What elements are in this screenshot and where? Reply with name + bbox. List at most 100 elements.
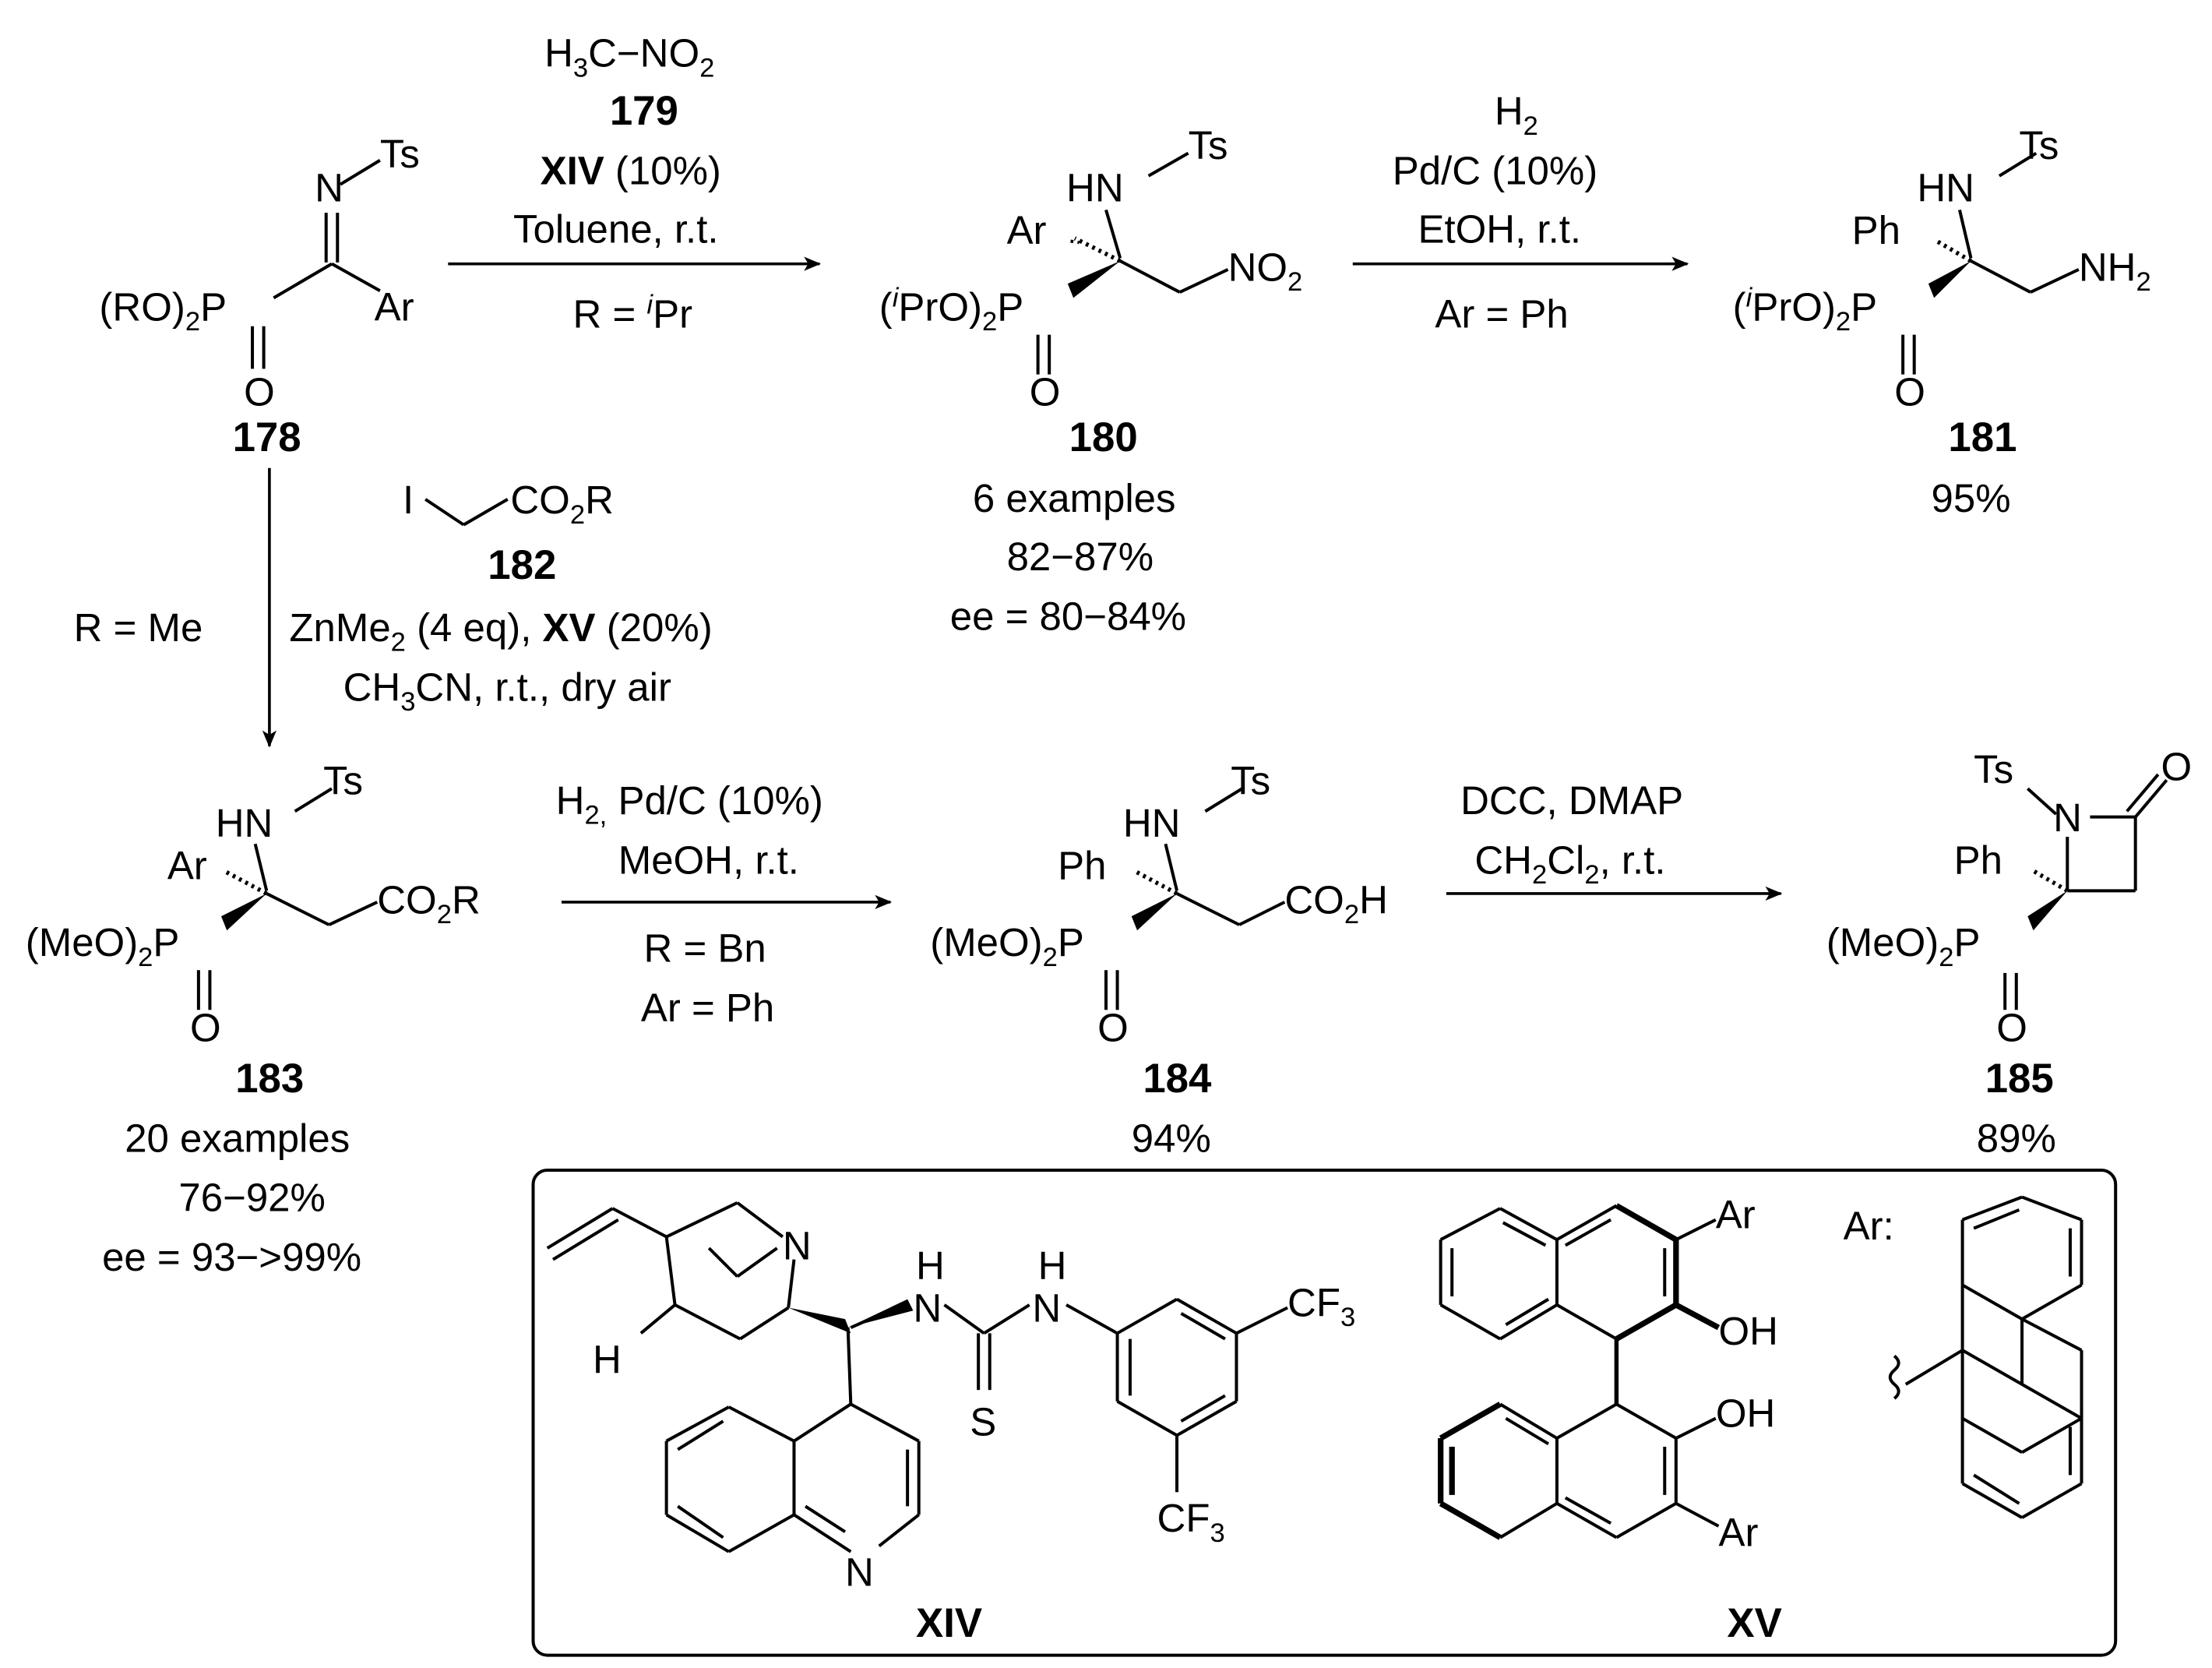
- compound-178: [251, 159, 381, 369]
- r3-line3: ZnMe2 (4 eq), XV (20%): [289, 605, 712, 658]
- r2-line2: Pd/C (10%): [1393, 149, 1597, 193]
- ar-def-label: Ar:: [1844, 1204, 1894, 1248]
- xiv-n-ring: N: [783, 1224, 812, 1268]
- c183-ester: (MeO)2P: [26, 920, 180, 972]
- c184-ph: Ph: [1058, 844, 1106, 888]
- compound-183: [196, 787, 379, 1010]
- xiv-h: H: [593, 1337, 622, 1381]
- compound-180: [1036, 151, 1229, 375]
- c183-ee: ee = 93−>99%: [102, 1235, 361, 1279]
- r1-label-179: 179: [610, 88, 678, 134]
- c181-wedge: [1928, 261, 1971, 298]
- r1-below: R = iPr: [572, 290, 692, 336]
- r3-co2r: CO2R: [510, 478, 613, 530]
- c183-label: 183: [235, 1056, 304, 1102]
- xv-oh-2: OH: [1716, 1391, 1775, 1435]
- c185-wedge: [2027, 890, 2068, 931]
- c183-o: O: [190, 1005, 221, 1049]
- xiv-nh2-n: N: [1032, 1286, 1061, 1331]
- c180-o: O: [1030, 370, 1061, 414]
- c180-ester: (iPrO)2P: [879, 283, 1023, 337]
- c180-no2: NO2: [1228, 245, 1303, 298]
- c178-ts: Ts: [380, 132, 420, 176]
- c178-n: N: [315, 166, 343, 210]
- c181-hn: HN: [1917, 166, 1974, 210]
- c183-yield: 76−92%: [178, 1176, 325, 1220]
- c185-ester: (MeO)2P: [1826, 920, 1981, 972]
- c180-ar: Ar: [1007, 208, 1047, 252]
- xv-ar-top: Ar: [1716, 1193, 1756, 1237]
- c184-label: 184: [1143, 1056, 1212, 1102]
- c180-hash: [1073, 236, 1122, 263]
- xiv-cf3-top: CF3: [1287, 1280, 1355, 1332]
- c184-hn: HN: [1123, 801, 1181, 845]
- xiv-nh1-n: N: [913, 1286, 942, 1331]
- ar-anthryl-structure: [1888, 1195, 2083, 1519]
- compound-185: [2003, 773, 2168, 1010]
- c181-o: O: [1894, 370, 1925, 414]
- r4-line1: H2, Pd/C (10%): [556, 778, 823, 830]
- xiv-quinoline-n: N: [845, 1550, 874, 1594]
- catalyst-box: [531, 1168, 2118, 1657]
- c180-ee: ee = 80−84%: [950, 594, 1186, 638]
- xv-ar-bottom: Ar: [1718, 1510, 1758, 1554]
- r2-line3: EtOH, r.t.: [1418, 206, 1582, 251]
- r3-label-182: 182: [488, 542, 556, 588]
- xiv-s: S: [970, 1399, 996, 1444]
- c185-ketone-o: O: [2161, 744, 2192, 788]
- c184-ts: Ts: [1231, 759, 1270, 803]
- c185-o: O: [1996, 1005, 2027, 1049]
- c178-o: O: [244, 370, 275, 414]
- c183-ts: Ts: [323, 759, 363, 803]
- c181-nh2: NH2: [2079, 245, 2151, 298]
- catalyst-xv-structure: [1438, 1203, 1721, 1540]
- compound-181: [1901, 151, 2080, 375]
- c180-examples: 6 examples: [973, 476, 1176, 520]
- r2-line1: H2: [1495, 89, 1538, 141]
- c178-ester: (RO)2P: [99, 284, 227, 337]
- r3-iodo: I: [403, 478, 414, 522]
- c185-ph: Ph: [1954, 838, 2002, 882]
- c181-ester: (iPrO)2P: [1733, 283, 1878, 337]
- c181-hash: [1936, 239, 1972, 263]
- c184-yield: 94%: [1132, 1116, 1211, 1160]
- c185-label: 185: [1985, 1056, 2054, 1102]
- c185-ts: Ts: [1974, 747, 2013, 792]
- c183-co2r: CO2R: [377, 877, 481, 929]
- xiv-nh1-h: H: [916, 1243, 945, 1288]
- c183-hn: HN: [216, 801, 273, 845]
- c184-co2h: CO2H: [1284, 877, 1388, 929]
- c178-label: 178: [233, 414, 301, 460]
- r3-left: R = Me: [74, 605, 203, 650]
- r1-line4: Toluene, r.t.: [513, 206, 719, 251]
- compound-184: [1104, 787, 1286, 1010]
- xiv-cf3-bottom: CF3: [1157, 1496, 1225, 1548]
- r3-line4: CH3CN, r.t., dry air: [343, 665, 671, 717]
- c183-ar: Ar: [167, 844, 207, 888]
- catalyst-xiv-structure: [546, 1201, 1288, 1553]
- r2-below: Ar = Ph: [1435, 292, 1568, 337]
- c185-yield: 89%: [1977, 1116, 2056, 1160]
- c185-hash: [2032, 869, 2069, 893]
- xiv-nh2-h: H: [1038, 1243, 1067, 1288]
- r4-line2: MeOH, r.t.: [618, 838, 799, 882]
- c184-o: O: [1097, 1005, 1129, 1049]
- c181-ph: Ph: [1852, 208, 1900, 252]
- xv-oh-1: OH: [1718, 1309, 1777, 1353]
- c184-wedge: [1131, 893, 1178, 931]
- r1-line1: H3C−NO2: [544, 31, 714, 83]
- reagent-182-structure: [424, 498, 509, 527]
- c180-hn: HN: [1066, 166, 1124, 210]
- c180-ts: Ts: [1189, 123, 1228, 168]
- r5-line2: CH2Cl2, r.t.: [1474, 838, 1665, 890]
- c180-yield: 82−87%: [1007, 534, 1154, 579]
- c180-wedge: [1067, 261, 1121, 298]
- r5-line1: DCC, DMAP: [1460, 778, 1683, 823]
- xiv-label: XIV: [916, 1600, 982, 1646]
- r4-below1: R = Bn: [644, 926, 766, 970]
- c184-hash: [1133, 869, 1178, 896]
- c178-ar: Ar: [375, 284, 414, 329]
- c181-label: 181: [1948, 414, 2017, 460]
